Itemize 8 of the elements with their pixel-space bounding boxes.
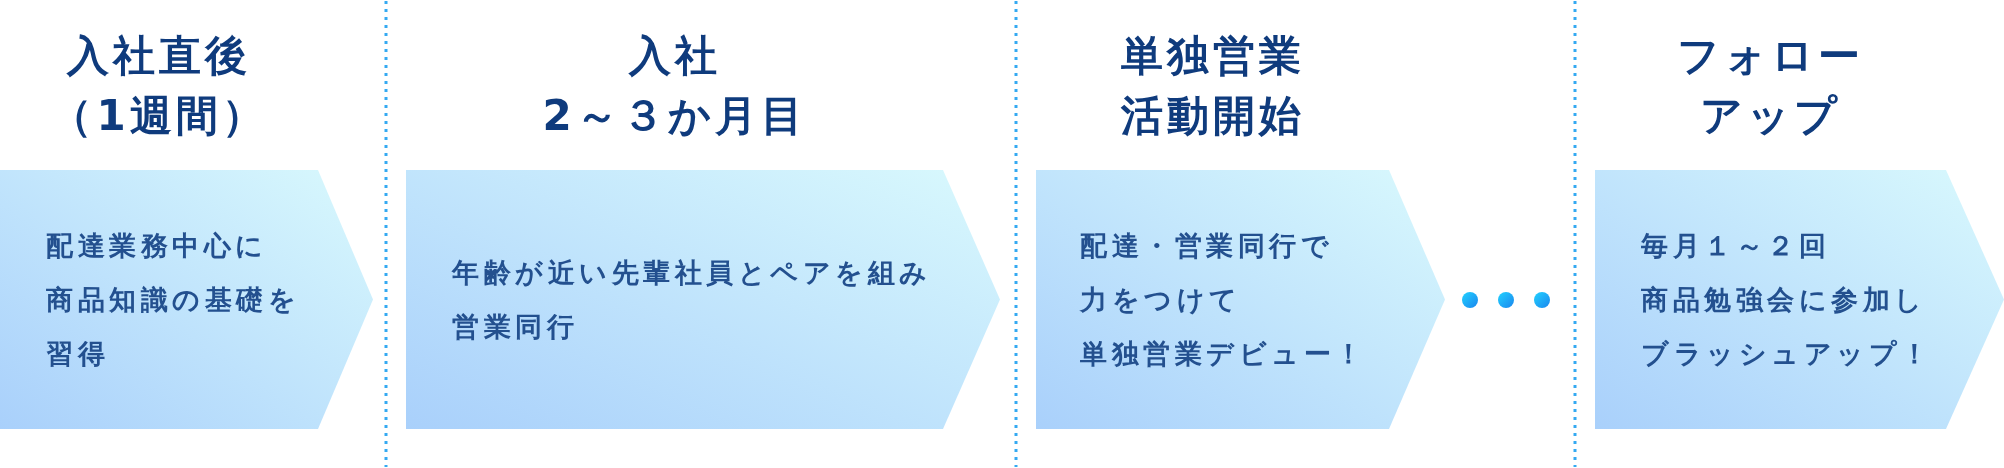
step-description: 配達業務中心に商品知識の基礎を習得 — [46, 228, 301, 371]
step-heading: 単独営業活動開始 — [1120, 30, 1305, 142]
step-description: 毎月１～２回商品勉強会に参加しブラッシュアップ！ — [1641, 228, 1934, 371]
step-heading: 入社2～３か月目 — [541, 30, 808, 142]
step-description: 年齢が近い先輩社員とペアを組み営業同行 — [452, 255, 933, 344]
step-heading: フォローアップ — [1676, 30, 1865, 142]
step-description: 配達・営業同行で力をつけて単独営業デビュー！ — [1080, 228, 1368, 371]
step-heading: 入社直後（1週間） — [49, 30, 269, 142]
